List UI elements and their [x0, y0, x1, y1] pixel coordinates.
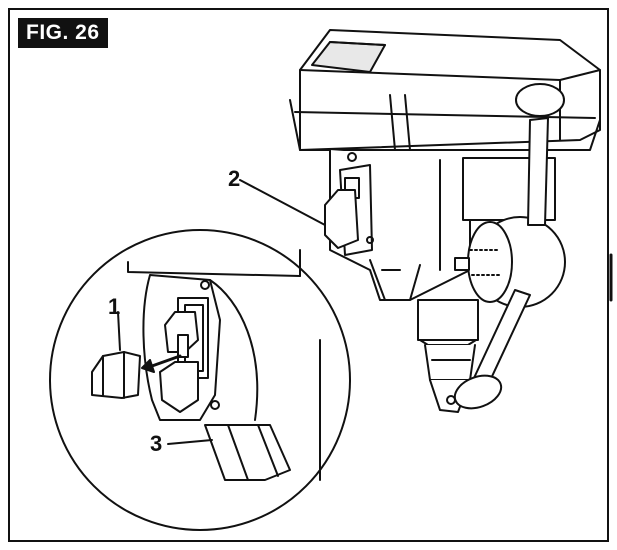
feed-handle-assembly	[453, 83, 613, 410]
callout-3: 3	[150, 431, 163, 456]
callout-1: 1	[108, 294, 121, 319]
callout-2-leader	[239, 179, 326, 226]
callout-3-leader	[167, 439, 213, 445]
callout-1-leader	[117, 311, 121, 351]
detail-inset	[49, 229, 351, 531]
callout-2: 2	[228, 166, 241, 191]
figure-label: FIG. 26	[18, 18, 108, 48]
